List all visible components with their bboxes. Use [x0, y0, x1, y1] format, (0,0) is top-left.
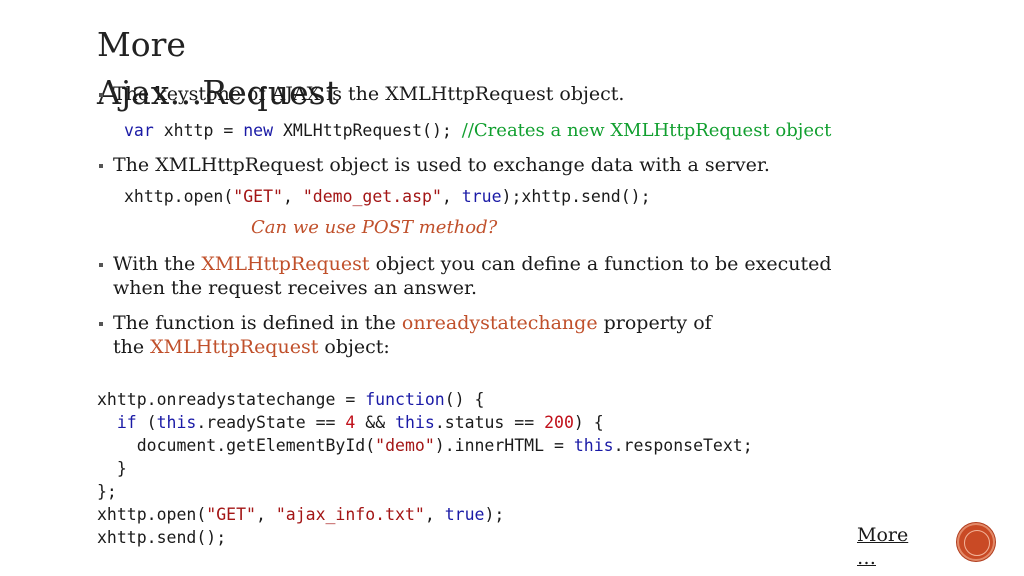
code-text: document.getElementById(: [97, 436, 376, 455]
code-string: "ajax_info.txt": [275, 505, 425, 524]
code-block: xhttp.onreadystatechange = function() { …: [97, 388, 753, 549]
bullet-marker: [99, 322, 103, 326]
code-line-create: var xhttp = new XMLHttpRequest(); //Crea…: [124, 119, 831, 142]
bullet-marker: [99, 164, 103, 168]
code-text: xhttp.open(: [124, 187, 234, 206]
slide-logo-icon: [957, 523, 995, 561]
code-line: document.getElementById("demo").innerHTM…: [97, 436, 753, 455]
code-line: };: [97, 482, 117, 501]
code-keyword: true: [461, 187, 502, 206]
code-indent: [97, 413, 117, 432]
code-number: 4: [345, 413, 356, 432]
code-line: xhttp.send();: [97, 528, 227, 547]
code-string: "demo": [375, 436, 435, 455]
bullet-3-text: With the: [113, 253, 202, 275]
bullet-1-tail: XMLHttpRequest object.: [385, 83, 625, 105]
code-text: .readyState ==: [196, 413, 346, 432]
post-method-question: Can we use POST method?: [251, 217, 498, 238]
bullet-4-line-2: the XMLHttpRequest object:: [113, 336, 390, 359]
bullet-3-highlight: XMLHttpRequest: [201, 253, 370, 275]
bullet-2: The XMLHttpRequest object is used to exc…: [113, 154, 770, 176]
code-keyword: function: [365, 390, 445, 409]
code-keyword: this: [573, 436, 614, 455]
code-line: xhttp.onreadystatechange = function() {: [97, 390, 484, 409]
code-comment: //Creates a new XMLHttpRequest object: [461, 120, 832, 141]
code-text: (: [136, 413, 157, 432]
code-keyword: true: [444, 505, 485, 524]
bullet-4-line-2-text: the: [113, 336, 151, 358]
code-keyword: if: [116, 413, 137, 432]
bullet-3-text-after: object you can define a function to be e…: [369, 253, 832, 275]
bullet-4-text-after: property of: [597, 312, 712, 334]
code-keyword: var: [124, 121, 154, 140]
code-text: xhttp.onreadystatechange =: [97, 390, 366, 409]
bullet-4: The function is defined in the onreadyst…: [113, 312, 712, 335]
bullet-1: The keystone of AJAX is the XMLHttpReque…: [113, 83, 624, 106]
code-text: .status ==: [434, 413, 545, 432]
code-text: () {: [444, 390, 485, 409]
code-text: .responseText;: [613, 436, 753, 455]
code-text: ,: [255, 505, 276, 524]
code-text: &&: [355, 413, 396, 432]
bullet-marker: [99, 263, 103, 267]
code-string: "GET": [206, 505, 256, 524]
more-link-line-2: …: [857, 547, 876, 569]
bullet-4-line-2-after: object:: [318, 336, 390, 358]
code-keyword: new: [243, 121, 274, 140]
code-line: xhttp.open("GET", "ajax_info.txt", true)…: [97, 505, 504, 524]
bullet-1-text: The keystone of AJAX is the: [113, 83, 386, 105]
code-text: ) {: [573, 413, 604, 432]
code-text: );xhttp.send();: [501, 187, 651, 206]
bullet-3: With the XMLHttpRequest object you can d…: [113, 253, 832, 276]
code-keyword: this: [156, 413, 197, 432]
code-line: if (this.readyState == 4 && this.status …: [97, 413, 604, 432]
code-line-open: xhttp.open("GET", "demo_get.asp", true);…: [124, 185, 651, 208]
code-text: ).innerHTML =: [434, 436, 574, 455]
bullet-marker: [99, 93, 103, 97]
title-line-2: Ajax…Request: [97, 73, 339, 112]
title-line-1: More: [97, 25, 186, 64]
code-text: ,: [424, 505, 445, 524]
bullet-3-line-2: when the request receives an answer.: [113, 277, 478, 299]
more-link-line-1: More: [857, 524, 909, 546]
code-keyword: this: [395, 413, 435, 432]
bullet-4-line-2-highlight: XMLHttpRequest: [150, 336, 319, 358]
code-text: ,: [441, 187, 462, 206]
code-text: XMLHttpRequest();: [273, 121, 462, 140]
code-text: xhttp.open(: [97, 505, 207, 524]
more-link[interactable]: More …: [857, 524, 908, 570]
bullet-4-highlight: onreadystatechange: [401, 312, 598, 334]
bullet-4-text: The function is defined in the: [113, 312, 402, 334]
code-number: 200: [544, 413, 574, 432]
code-text: );: [484, 505, 505, 524]
code-text: ,: [282, 187, 303, 206]
code-line: }: [97, 459, 127, 478]
code-string: "GET": [233, 187, 283, 206]
code-string: "demo_get.asp": [302, 187, 442, 206]
code-text: xhttp =: [153, 121, 244, 140]
